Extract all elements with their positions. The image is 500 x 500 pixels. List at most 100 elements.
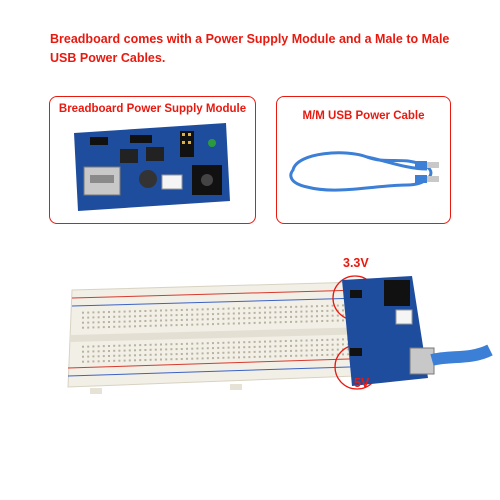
breadboard-hole [180, 309, 183, 311]
breadboard-hole [82, 345, 84, 348]
breadboard-hole [123, 359, 126, 362]
breadboard-hole [196, 318, 199, 321]
breadboard-hole [279, 350, 282, 353]
breadboard-hole [321, 339, 324, 341]
breadboard-hole [321, 354, 324, 356]
breadboard-hole [336, 314, 339, 317]
breadboard-hole [92, 321, 95, 324]
breadboard-hole [217, 317, 220, 320]
breadboard-hole [139, 359, 142, 362]
breadboard-hole [102, 311, 105, 314]
board-switch [395, 309, 413, 325]
breadboard-hole [326, 319, 329, 322]
board-dc-jack [384, 280, 410, 306]
breadboard-hole [160, 319, 162, 322]
breadboard-hole [222, 341, 225, 344]
breadboard-hole [290, 349, 292, 352]
breadboard-hole [258, 306, 261, 309]
breadboard-hole [144, 315, 147, 317]
breadboard-hole [217, 341, 220, 344]
breadboard-hole [284, 345, 287, 347]
breadboard-hole [180, 319, 183, 321]
breadboard-hole [102, 316, 105, 319]
breadboard-hole [118, 320, 121, 323]
breadboard-hole [212, 308, 214, 311]
breadboard-hole [160, 324, 162, 327]
breadboard-hole [175, 358, 178, 361]
breadboard-hole [264, 340, 266, 343]
breadboard-hole [154, 314, 157, 317]
breadboard-hole [264, 311, 266, 314]
breadboard-hole [154, 319, 157, 322]
breadboard-hole [92, 326, 95, 329]
power-switch [161, 174, 183, 190]
breadboard-hole [206, 318, 209, 321]
breadboard-hole [82, 326, 84, 329]
breadboard-hole [253, 350, 256, 353]
breadboard-hole [284, 350, 287, 352]
breadboard-hole [170, 348, 173, 351]
breadboard-hole [97, 326, 100, 329]
breadboard-hole [165, 324, 168, 327]
breadboard-hole [336, 309, 339, 312]
breadboard-hole [108, 316, 110, 318]
breadboard-hole [269, 321, 272, 324]
breadboard-hole [118, 344, 121, 347]
breadboard-hole [331, 343, 334, 346]
breadboard-hole [175, 324, 178, 327]
breadboard-hole [191, 318, 194, 321]
breadboard-hole [310, 344, 313, 347]
board-usb-cable [430, 344, 493, 366]
breadboard-hole [290, 315, 292, 318]
breadboard-hole [154, 353, 157, 356]
breadboard-hole [243, 307, 246, 310]
rail-blue-bottom [67, 365, 382, 377]
breadboard-hole [154, 358, 157, 361]
breadboard-hole [321, 315, 324, 317]
breadboard-hole [331, 304, 334, 307]
breadboard-hole [342, 353, 344, 356]
breadboard-hole [258, 316, 261, 319]
breadboard-hole [305, 315, 308, 318]
breadboard-hole [118, 315, 121, 318]
breadboard-hole [248, 312, 251, 315]
breadboard-hole [248, 307, 251, 310]
breadboard-hole [206, 313, 209, 316]
breadboard-hole [206, 352, 209, 355]
breadboard-hole [134, 354, 136, 357]
breadboard-hole [284, 355, 287, 357]
breadboard-hole [201, 308, 204, 311]
breadboard-hole [290, 354, 292, 357]
breadboard-hole [274, 306, 277, 309]
breadboard-hole [232, 307, 235, 310]
breadboard-hole [191, 357, 194, 360]
breadboard-hole [134, 359, 136, 362]
breadboard-hole [149, 314, 152, 317]
breadboard-hole [92, 355, 95, 358]
breadboard-hole [97, 355, 100, 358]
breadboard-hole [326, 304, 329, 307]
breadboard-hole [191, 323, 194, 326]
breadboard-hole [248, 356, 251, 359]
breadboard-hole [321, 349, 324, 351]
breadboard-hole [243, 341, 246, 344]
breadboard-hole [134, 310, 136, 313]
breadboard-hole [144, 354, 147, 356]
pin-header-mid [130, 135, 152, 143]
breadboard-hole [253, 311, 256, 314]
breadboard-hole [284, 340, 287, 342]
breadboard-hole [154, 348, 157, 351]
breadboard-hole [243, 351, 246, 354]
breadboard-hole [222, 312, 225, 315]
breadboard-hole [108, 345, 110, 347]
breadboard-hole [264, 350, 266, 353]
breadboard-hole [175, 309, 178, 312]
breadboard-hole [243, 312, 246, 315]
breadboard-hole [97, 311, 100, 314]
breadboard-hole [175, 314, 178, 317]
breadboard-hole [347, 353, 350, 356]
breadboard-hole [284, 306, 287, 308]
breadboard-hole [316, 320, 318, 323]
breadboard-hole [217, 351, 220, 354]
breadboard-hole [186, 308, 188, 311]
